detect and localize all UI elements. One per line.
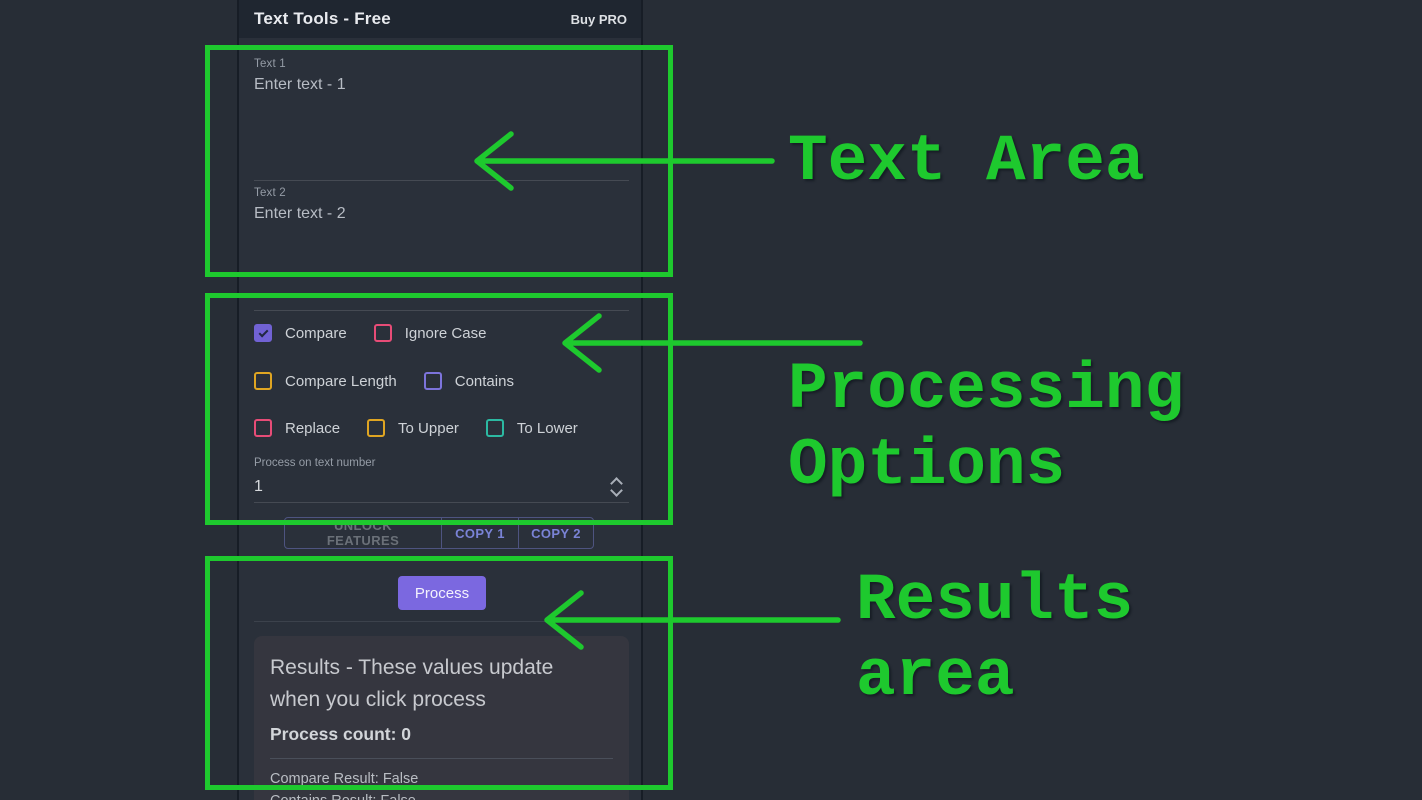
checkbox-to-upper[interactable] bbox=[367, 419, 386, 437]
checkbox-contains-label: Contains bbox=[454, 372, 514, 390]
text1-underline bbox=[254, 180, 629, 181]
compare-result-value: Compare Result: False bbox=[270, 771, 419, 787]
app-top-bar: Text Tools - Free Buy PRO bbox=[239, 0, 641, 38]
checkbox-to-lower[interactable] bbox=[485, 419, 504, 437]
results-title: Results - These values update when you c… bbox=[270, 656, 554, 711]
contains-result-value: Contains Result: False bbox=[270, 790, 613, 800]
results-inner-divider bbox=[270, 758, 613, 759]
results-highlight-box bbox=[205, 556, 673, 790]
checkbox-replace-label: Replace bbox=[285, 419, 341, 437]
stepper-underline bbox=[254, 502, 629, 503]
text2-input[interactable] bbox=[254, 205, 629, 305]
checkbox-compare[interactable] bbox=[254, 324, 272, 342]
app-title: Text Tools - Free bbox=[254, 9, 391, 28]
checkbox-ignore-case-label: Ignore Case bbox=[404, 324, 487, 342]
process-button[interactable]: Process bbox=[398, 576, 486, 610]
buy-pro-button[interactable]: Buy PRO bbox=[570, 11, 627, 27]
results-top-divider bbox=[254, 621, 629, 622]
results-line1: Results bbox=[856, 563, 1134, 638]
process-count-value: Process count: 0 bbox=[270, 724, 412, 744]
checkbox-to-upper-label: To Upper bbox=[398, 419, 459, 437]
checkbox-compare-length[interactable] bbox=[254, 372, 272, 390]
checkbox-contains[interactable] bbox=[423, 372, 442, 390]
process-on-text-number-label: Process on text number bbox=[254, 457, 376, 469]
checkbox-compare-label: Compare bbox=[285, 324, 347, 342]
options-row-2: Compare Length Contains bbox=[254, 371, 541, 391]
processing-options-line1: Processing bbox=[788, 352, 1185, 427]
checkbox-replace[interactable] bbox=[254, 419, 272, 437]
checkbox-compare-length-label: Compare Length bbox=[285, 372, 397, 390]
text2-underline bbox=[254, 310, 629, 311]
results-card: Results - These values update when you c… bbox=[254, 636, 629, 800]
text-area-annotation-label: Text Area bbox=[788, 124, 1145, 199]
checkbox-ignore-case[interactable] bbox=[373, 324, 392, 342]
processing-options-line2: Options bbox=[788, 428, 1066, 503]
process-on-text-number-input[interactable] bbox=[254, 478, 584, 496]
text1-label: Text 1 bbox=[254, 58, 286, 70]
action-button-group: UNLOCK FEATURES COPY 1 COPY 2 bbox=[284, 517, 594, 549]
copy-2-button[interactable]: COPY 2 bbox=[518, 517, 594, 549]
options-row-3: Replace To Upper To Lower bbox=[254, 418, 605, 438]
results-line2: area bbox=[856, 639, 1015, 714]
text2-label: Text 2 bbox=[254, 187, 286, 199]
options-row-1: Compare Ignore Case bbox=[254, 323, 513, 343]
text-area-highlight-box bbox=[205, 45, 673, 277]
checkbox-to-lower-label: To Lower bbox=[516, 419, 578, 437]
processing-options-highlight-box bbox=[205, 293, 673, 525]
